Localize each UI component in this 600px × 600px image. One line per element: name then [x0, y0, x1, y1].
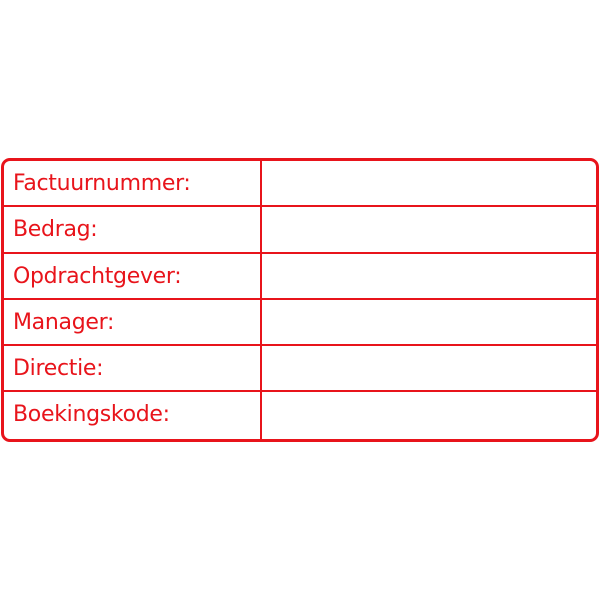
- field-label: Bedrag:: [4, 207, 262, 252]
- invoice-stamp-table: Factuurnummer: Bedrag: Opdrachtgever: Ma…: [1, 158, 599, 442]
- field-row-boekingskode: Boekingskode:: [4, 392, 596, 439]
- field-row-factuurnummer: Factuurnummer:: [4, 161, 596, 208]
- field-row-directie: Directie:: [4, 346, 596, 393]
- field-label: Boekingskode:: [4, 392, 262, 439]
- field-value: [262, 300, 596, 344]
- field-value: [262, 254, 596, 298]
- field-value: [262, 346, 596, 390]
- field-row-manager: Manager:: [4, 299, 596, 347]
- field-value: [262, 207, 596, 251]
- field-row-bedrag: Bedrag:: [4, 207, 596, 254]
- field-value: [262, 392, 596, 438]
- field-label: Factuurnummer:: [4, 161, 262, 206]
- field-label: Manager:: [4, 299, 262, 345]
- field-row-opdrachtgever: Opdrachtgever:: [4, 253, 596, 300]
- field-label: Opdrachtgever:: [4, 253, 262, 298]
- field-value: [262, 161, 596, 205]
- field-label: Directie:: [4, 346, 262, 391]
